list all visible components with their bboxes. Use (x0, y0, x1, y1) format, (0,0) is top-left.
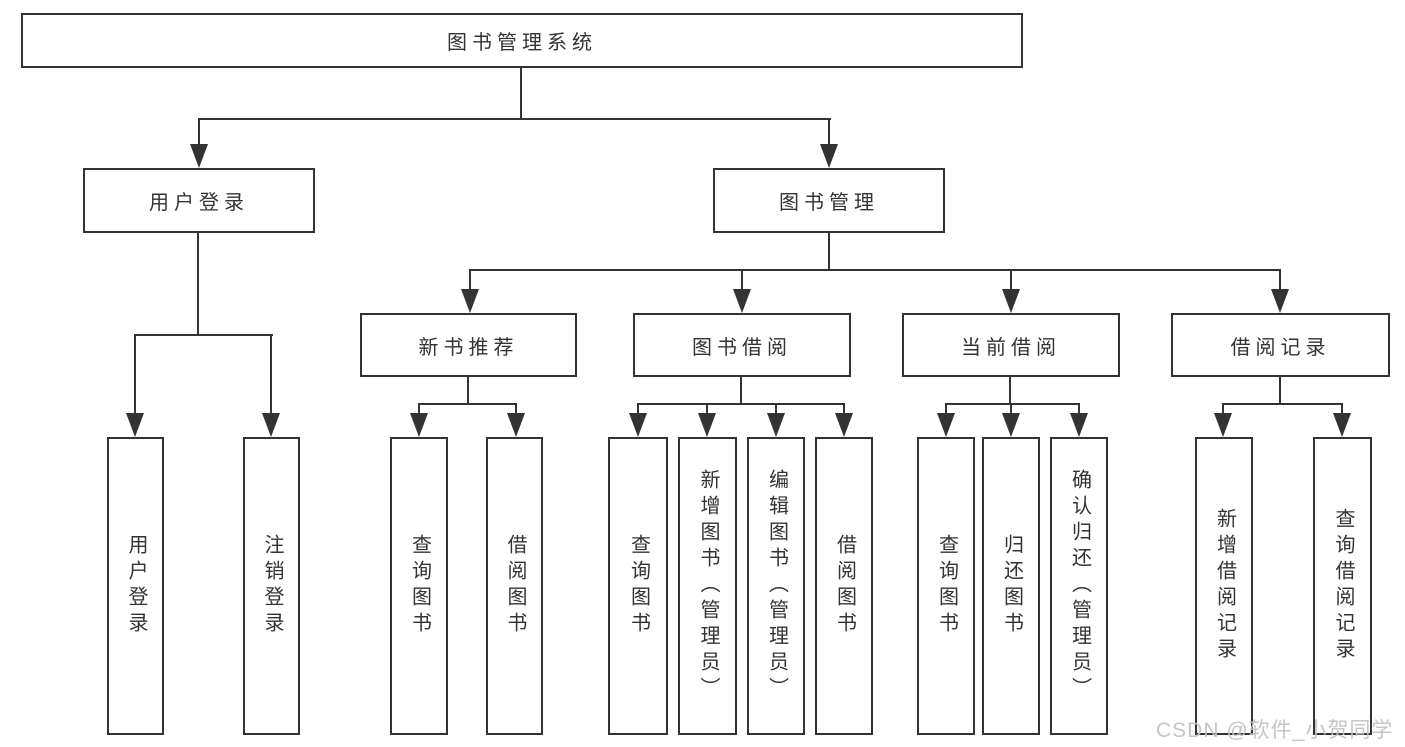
arrowhead-icon (937, 413, 955, 437)
connector-vline (469, 269, 471, 291)
connector-vline (843, 403, 845, 415)
node-label: 借阅记录 (1230, 336, 1331, 359)
leaf-cb-query-books: 查询图书 (917, 437, 975, 735)
arrowhead-icon (767, 413, 785, 437)
leaf-br-add-record: 新增借阅记录 (1195, 437, 1253, 735)
connector-hline (198, 118, 831, 120)
leaf-bb-edit-book-admin: 编辑图书（管理员） (747, 437, 805, 735)
arrowhead-icon (1002, 289, 1020, 313)
connector-vline (1341, 403, 1343, 415)
node-label: 当前借阅 (961, 336, 1061, 359)
node-label: 图书借阅 (692, 336, 792, 359)
connector-vline (1279, 377, 1281, 405)
node-label: 用户登录 (149, 192, 249, 214)
arrowhead-icon (262, 413, 280, 437)
node-book-borrow: 图书借阅 (633, 313, 851, 377)
leaf-label: 编辑图书（管理员） (765, 469, 788, 703)
arrowhead-icon (1214, 413, 1232, 437)
arrowhead-icon (126, 413, 144, 437)
connector-vline (418, 403, 420, 415)
leaf-label: 查询图书 (627, 534, 650, 638)
leaf-bb-query-books: 查询图书 (608, 437, 668, 735)
arrowhead-icon (820, 144, 838, 168)
connector-vline (1010, 269, 1012, 291)
arrowhead-icon (507, 413, 525, 437)
connector-vline (706, 403, 708, 415)
node-label: 图书管理 (779, 192, 879, 214)
leaf-logout: 注销登录 (243, 437, 300, 735)
leaf-label: 查询图书 (408, 534, 431, 638)
leaf-label: 查询图书 (935, 534, 958, 638)
leaf-br-query-record: 查询借阅记录 (1313, 437, 1372, 735)
connector-vline (1222, 403, 1224, 415)
node-current-borrow: 当前借阅 (902, 313, 1120, 377)
connector-hline (1222, 403, 1343, 405)
connector-vline (198, 118, 200, 146)
node-borrow-records: 借阅记录 (1171, 313, 1390, 377)
leaf-user-login: 用户登录 (107, 437, 164, 735)
leaf-label: 归还图书 (1000, 534, 1023, 638)
node-root-label: 图书管理系统 (447, 32, 597, 54)
leaf-label: 查询借阅记录 (1332, 508, 1354, 664)
leaf-nbr-query-books: 查询图书 (390, 437, 448, 735)
connector-vline (945, 403, 947, 415)
leaf-label: 确认归还（管理员） (1068, 469, 1091, 703)
arrowhead-icon (1002, 413, 1020, 437)
connector-hline (418, 403, 517, 405)
node-root: 图书管理系统 (21, 13, 1023, 68)
arrowhead-icon (835, 413, 853, 437)
connector-vline (741, 269, 743, 291)
connector-vline (520, 68, 522, 120)
leaf-cb-return-books: 归还图书 (982, 437, 1040, 735)
connector-hline (945, 403, 1080, 405)
leaf-label: 新增借阅记录 (1213, 508, 1236, 664)
arrowhead-icon (1333, 413, 1351, 437)
arrowhead-icon (190, 144, 208, 168)
connector-vline (775, 403, 777, 415)
arrowhead-icon (410, 413, 428, 437)
connector-vline (515, 403, 517, 415)
arrowhead-icon (629, 413, 647, 437)
csdn-watermark: CSDN @软件_小贺同学 (1156, 719, 1394, 742)
node-new-book-recommend: 新书推荐 (360, 313, 577, 377)
arrowhead-icon (733, 289, 751, 313)
leaf-label: 注销登录 (261, 534, 283, 638)
connector-vline (740, 377, 742, 405)
arrowhead-icon (461, 289, 479, 313)
connector-hline (134, 334, 273, 336)
connector-vline (828, 233, 830, 271)
connector-vline (270, 334, 272, 414)
leaf-label: 新增图书（管理员） (697, 469, 719, 703)
arrowhead-icon (1070, 413, 1088, 437)
leaf-label: 借阅图书 (504, 534, 526, 638)
leaf-label: 用户登录 (125, 534, 147, 638)
connector-vline (197, 233, 199, 336)
connector-vline (1009, 377, 1011, 405)
connector-hline (469, 269, 1281, 271)
leaf-bb-borrow-books: 借阅图书 (815, 437, 873, 735)
node-label: 新书推荐 (418, 336, 519, 359)
connector-vline (1010, 403, 1012, 415)
connector-vline (467, 377, 469, 405)
connector-vline (828, 118, 830, 146)
leaf-bb-add-book-admin: 新增图书（管理员） (678, 437, 737, 735)
connector-vline (1078, 403, 1080, 415)
node-book-management: 图书管理 (713, 168, 945, 233)
connector-vline (1279, 269, 1281, 291)
connector-vline (637, 403, 639, 415)
arrowhead-icon (1271, 289, 1289, 313)
arrowhead-icon (698, 413, 716, 437)
node-user-login-group: 用户登录 (83, 168, 315, 233)
leaf-nbr-borrow-books: 借阅图书 (486, 437, 543, 735)
leaf-label: 借阅图书 (833, 534, 856, 638)
leaf-cb-confirm-return-admin: 确认归还（管理员） (1050, 437, 1108, 735)
connector-vline (134, 334, 136, 414)
connector-hline (637, 403, 845, 405)
